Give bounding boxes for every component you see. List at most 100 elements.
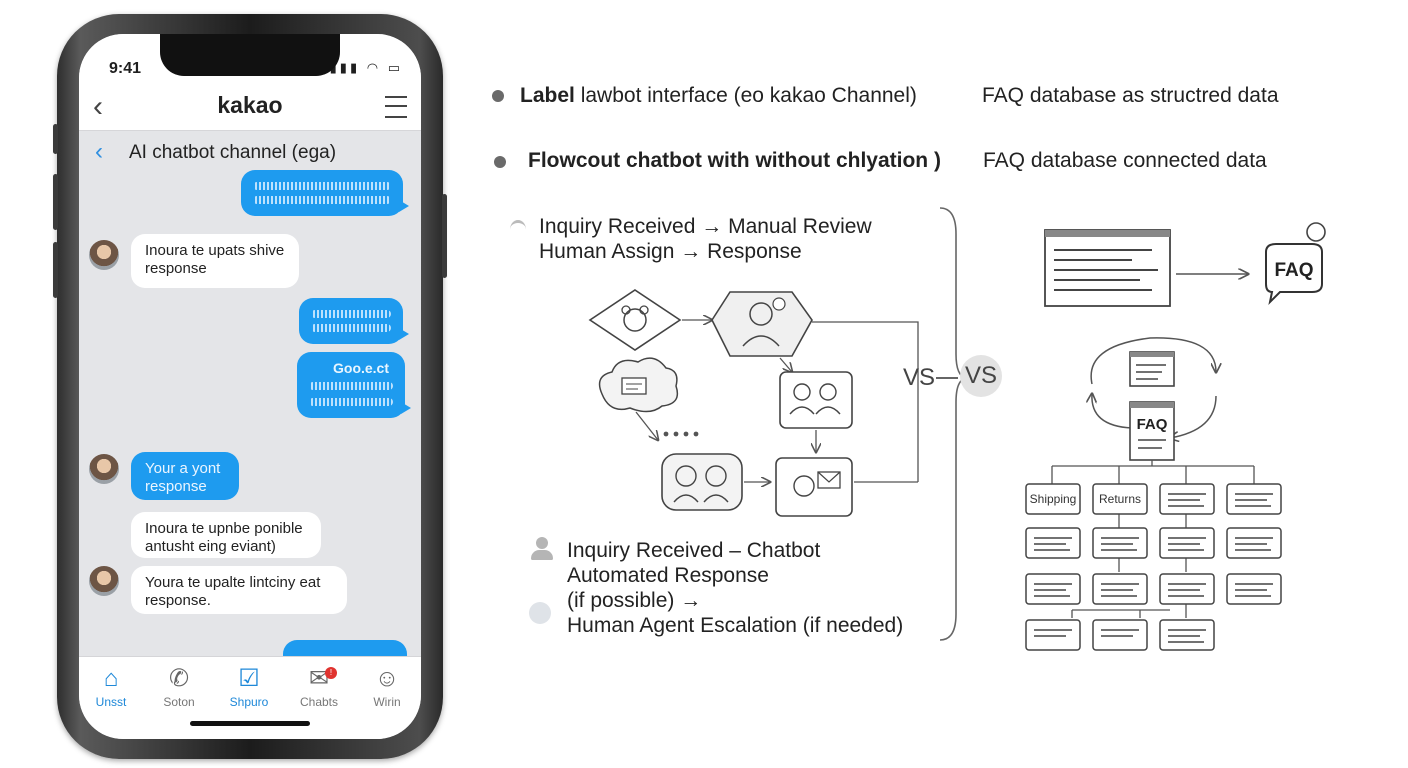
human-group-node — [661, 453, 743, 511]
reviewer-node — [711, 291, 813, 357]
app-title: kakao — [217, 92, 283, 118]
arrow — [779, 357, 792, 372]
faq-doc-label: FAQ — [1137, 416, 1168, 433]
tab-profile[interactable]: ☺ Wirin — [357, 665, 417, 709]
tree-node — [1025, 619, 1081, 651]
manual-flow-line2: Human Assign → Response — [539, 240, 802, 263]
tree-node — [1159, 619, 1215, 651]
faq-structured-diagram: FAQ — [1044, 222, 1326, 307]
status-icons: ▮▮▮ ◠ ▭ — [330, 60, 403, 76]
avatar — [89, 454, 119, 484]
heading-bold-word: Label — [520, 84, 575, 107]
tab-calls[interactable]: ✆ Soton — [149, 665, 209, 709]
heading-row1-right: FAQ database as structred data — [982, 84, 1279, 107]
avatar — [89, 566, 119, 596]
auto-flow-line3: (if possible) → — [567, 589, 702, 612]
tree-node — [1159, 573, 1215, 605]
auto-flow-line2: Automated Response — [567, 564, 769, 587]
tab-home[interactable]: ⌂ Unsst — [81, 665, 141, 709]
response-node — [775, 457, 853, 517]
phone-notch — [160, 34, 340, 76]
tree-node — [1092, 619, 1148, 651]
status-time: 9:41 — [109, 60, 142, 77]
outgoing-message-bubble[interactable]: Goo.e.ct — [297, 352, 411, 418]
tree-node-returns: Returns — [1092, 483, 1148, 515]
sync-arrow — [1170, 395, 1217, 438]
tab-chat-check[interactable]: ☑ Shpuro — [219, 665, 279, 709]
volume-down-button — [53, 242, 58, 298]
bullet-dot — [492, 90, 504, 102]
sync-arrow — [1092, 394, 1133, 429]
incoming-message-bubble[interactable]: Inoura te upnbe ponible antusht eing evi… — [131, 512, 321, 558]
home-icon: ⌂ — [103, 665, 119, 692]
vs-badge: VS — [960, 355, 1002, 397]
incoming-message-bubble[interactable]: Youra te upalte lintciny eat response. — [131, 566, 347, 614]
incoming-message-bubble[interactable]: Inoura te upats shive response — [131, 234, 299, 288]
channel-title: AI chatbot channel (ega) — [129, 142, 337, 163]
menu-icon[interactable] — [385, 96, 407, 118]
tab-chats[interactable]: ✉ ! Chabts — [289, 665, 349, 709]
person-icon: ☺ — [374, 665, 400, 692]
vs-label: VS — [903, 364, 936, 391]
tree-node-shipping: Shipping — [1025, 483, 1081, 515]
tab-label: Chabts — [299, 695, 339, 709]
heading-row2-left: Flowcout chatbot with without chlyation … — [528, 149, 941, 172]
status-circle-icon — [529, 602, 551, 624]
faq-bubble-label: FAQ — [1274, 260, 1313, 281]
tree-node — [1025, 573, 1081, 605]
data-table-icon — [1044, 229, 1171, 307]
tree-node — [1092, 573, 1148, 605]
tree-connectors — [1051, 460, 1255, 618]
tab-label: Wirin — [373, 695, 401, 709]
bullet-dot — [494, 156, 506, 168]
vs-connector — [936, 377, 958, 379]
back-chevron-icon[interactable]: ‹ — [93, 90, 103, 123]
ellipsis-dots — [663, 431, 699, 437]
phone-icon: ✆ — [168, 665, 190, 692]
chat-check-icon: ☑ — [238, 665, 260, 692]
chat-icon: ✉ — [308, 665, 330, 692]
volume-up-button — [53, 174, 58, 230]
comparison-bracket — [939, 207, 967, 641]
bubble-overlay-text: Goo.e.ct — [333, 360, 390, 376]
cloud-doc-node — [598, 357, 679, 413]
home-indicator — [190, 721, 310, 726]
mute-switch — [53, 124, 58, 154]
heading-rest: lawbot interface (eo kakao Channel) — [580, 84, 917, 107]
tree-node — [1159, 527, 1215, 559]
faq-speech-bubble-icon: FAQ — [1265, 222, 1326, 306]
auto-flow-line1: Inquiry Received – Chatbot — [567, 539, 821, 562]
tree-label-shipping: Shipping — [1030, 492, 1077, 506]
loading-icon — [510, 220, 526, 239]
tree-node — [1025, 527, 1081, 559]
bottom-tab-bar: ⌂ Unsst ✆ Soton ☑ Shpuro ✉ ! Chabts ☺ Wi… — [79, 656, 421, 739]
tab-label: Unsst — [95, 695, 127, 709]
auto-flow-line4: Human Agent Escalation (if needed) — [567, 614, 904, 637]
power-button — [442, 194, 447, 278]
doc-icon — [1129, 351, 1175, 387]
incoming-highlight-bubble[interactable]: Your a yont response — [131, 452, 239, 500]
sync-arrow — [1090, 337, 1216, 385]
phone-screen: 9:41 ▮▮▮ ◠ ▭ ‹ kakao ‹ AI chatbot channe… — [79, 34, 421, 739]
faq-doc-icon: FAQ — [1129, 401, 1175, 461]
tree-node — [1226, 573, 1282, 605]
heading-row1-left: Label lawbot interface (eo kakao Channel… — [520, 84, 917, 108]
manual-flow-diagram — [588, 289, 919, 517]
tab-label: Shpuro — [229, 695, 269, 709]
heading-row2-right: FAQ database connected data — [983, 149, 1267, 172]
connector-line — [812, 321, 919, 482]
outgoing-message-bubble[interactable] — [241, 170, 409, 216]
channel-back-icon[interactable]: ‹ — [95, 138, 103, 165]
tree-node — [1226, 483, 1282, 515]
tab-label: Soton — [163, 695, 195, 709]
human-pair-node — [779, 371, 853, 429]
arrow — [635, 411, 658, 440]
tree-node — [1092, 527, 1148, 559]
phone-mockup: 9:41 ▮▮▮ ◠ ▭ ‹ kakao ‹ AI chatbot channe… — [53, 14, 447, 759]
outgoing-message-bubble[interactable] — [299, 298, 409, 344]
battery-icon: ▭ — [387, 60, 403, 75]
tree-node — [1159, 483, 1215, 515]
person-icon — [531, 537, 553, 561]
manual-flow-line1: Inquiry Received → Manual Review — [539, 215, 872, 238]
bot-diamond-node — [588, 289, 682, 351]
